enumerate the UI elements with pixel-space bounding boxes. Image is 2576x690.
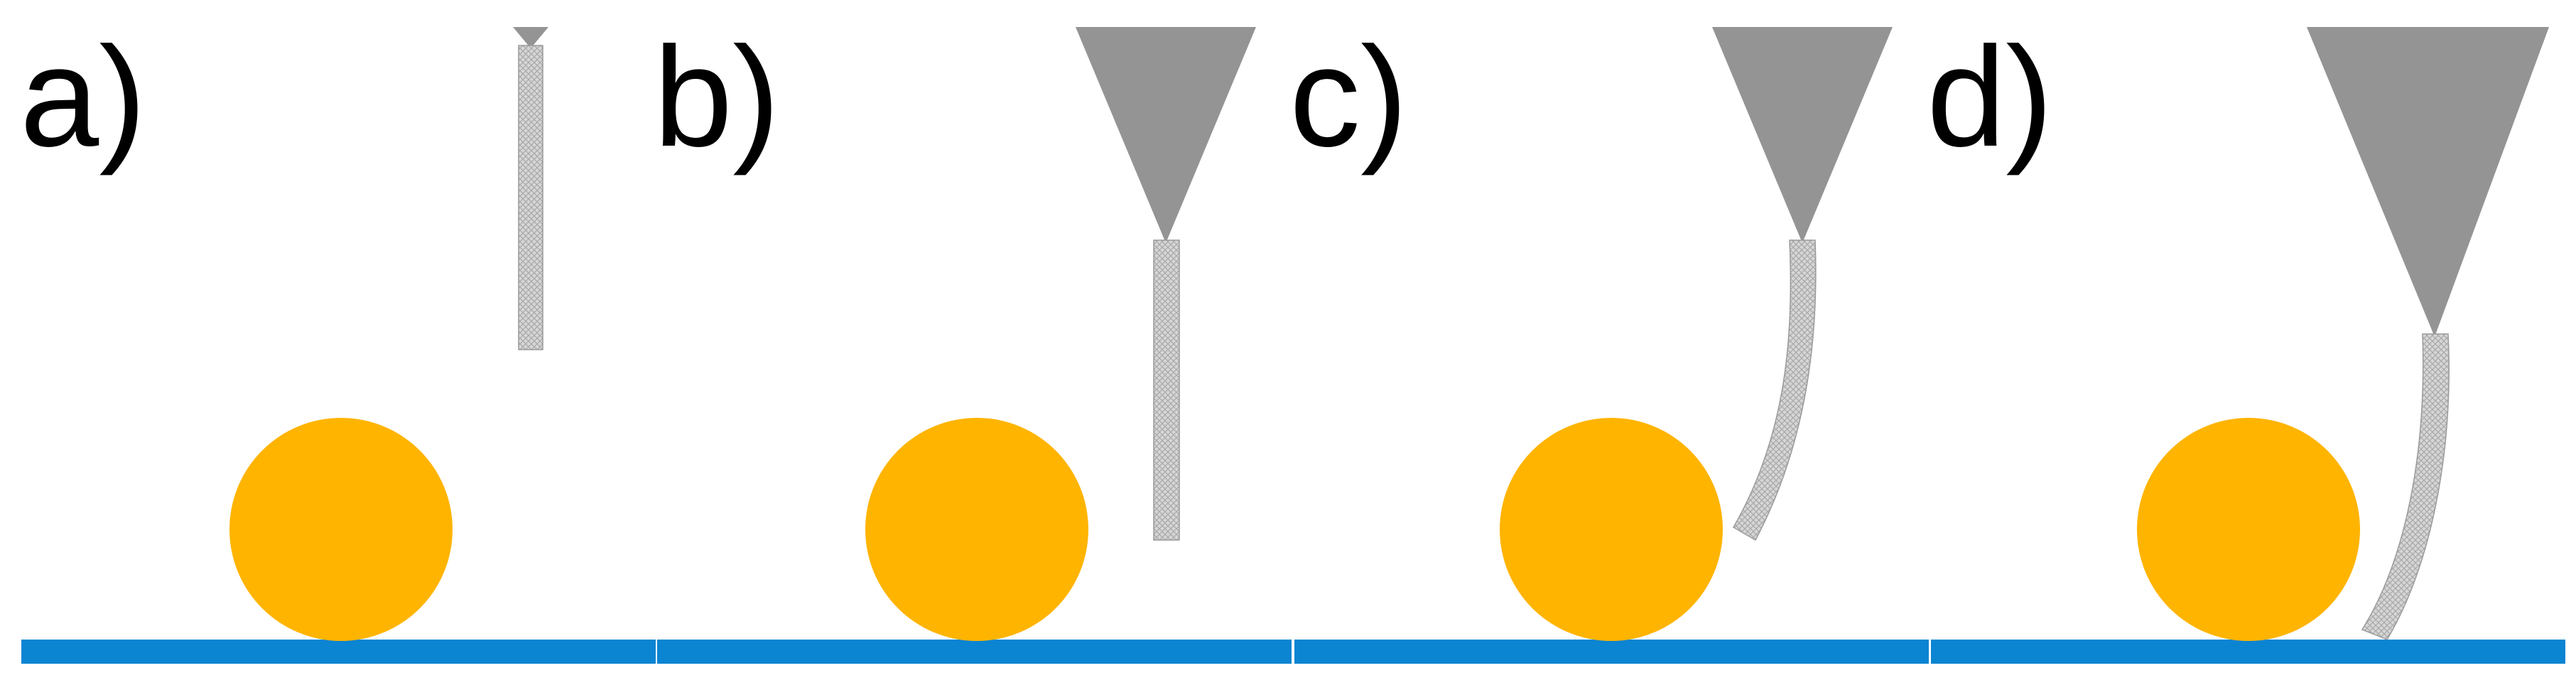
fiber bbox=[1732, 239, 1817, 541]
substrate bbox=[21, 640, 656, 664]
tip bbox=[513, 27, 548, 48]
substrate bbox=[657, 640, 1292, 664]
panel-label-c: c) bbox=[1289, 18, 1408, 176]
fiber bbox=[518, 45, 543, 350]
particle bbox=[229, 418, 453, 641]
tip bbox=[2307, 27, 2549, 337]
panel-b: b) bbox=[654, 18, 1292, 664]
tip bbox=[1712, 27, 1893, 243]
substrate bbox=[1931, 640, 2565, 664]
panel-d: d) bbox=[1927, 18, 2565, 664]
substrate-gap bbox=[1930, 640, 1931, 664]
panel-label-b: b) bbox=[654, 18, 780, 176]
panel-label-a: a) bbox=[20, 18, 146, 176]
substrate-separators bbox=[656, 640, 1931, 664]
panel-c: c) bbox=[1289, 18, 1929, 664]
particle bbox=[1500, 418, 1723, 641]
fiber bbox=[2361, 333, 2450, 640]
substrate bbox=[1294, 640, 1929, 664]
tip bbox=[1076, 27, 1256, 243]
substrate-gap bbox=[1293, 640, 1294, 664]
particle bbox=[865, 418, 1088, 641]
panel-a: a) bbox=[20, 18, 656, 664]
particle bbox=[2137, 418, 2360, 641]
fiber bbox=[1153, 239, 1180, 541]
substrate-gap bbox=[656, 640, 657, 664]
panel-label-d: d) bbox=[1927, 18, 2053, 176]
